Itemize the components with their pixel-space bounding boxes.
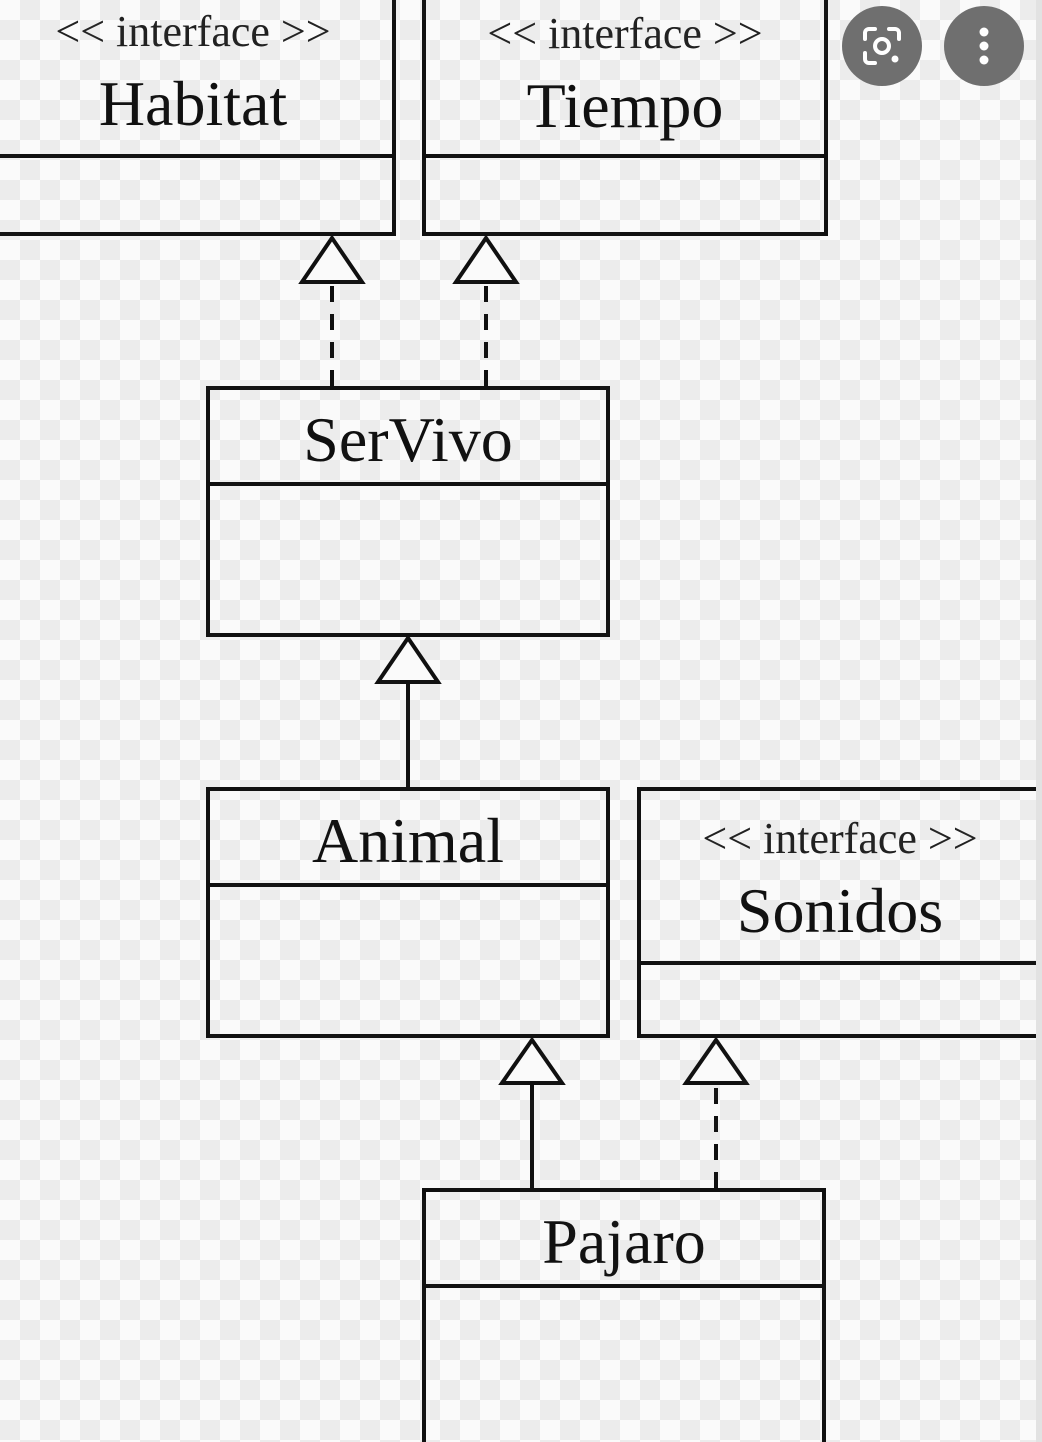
class-sonidos-name: Sonidos	[736, 875, 944, 946]
generalization-animal-servivo	[374, 634, 442, 787]
google-lens-button[interactable]	[842, 6, 922, 86]
generalization-pajaro-animal	[498, 1036, 566, 1188]
class-animal-name: Animal	[312, 805, 504, 876]
scroll-edge	[1036, 0, 1042, 1442]
more-options-button[interactable]	[944, 6, 1024, 86]
class-sonidos: << interface >> Sonidos	[637, 787, 1042, 1038]
realization-servivo-habitat	[298, 234, 366, 386]
class-habitat-header: << interface >> Habitat	[0, 0, 392, 158]
class-pajaro-name: Pajaro	[542, 1206, 706, 1277]
class-pajaro: Pajaro	[422, 1188, 826, 1442]
class-servivo-name: SerVivo	[303, 404, 513, 475]
class-animal: Animal	[206, 787, 610, 1038]
realization-pajaro-sonidos	[682, 1036, 750, 1188]
class-tiempo-stereotype: << interface >>	[487, 9, 763, 58]
class-pajaro-header: Pajaro	[426, 1192, 822, 1288]
class-habitat-stereotype: << interface >>	[55, 7, 331, 56]
class-habitat-name: Habitat	[98, 68, 288, 139]
class-sonidos-header: << interface >> Sonidos	[641, 791, 1042, 965]
class-servivo: SerVivo	[206, 386, 610, 637]
class-animal-header: Animal	[210, 791, 606, 887]
class-tiempo-header: << interface >> Tiempo	[426, 0, 824, 158]
google-lens-icon	[863, 27, 901, 65]
more-vert-icon	[979, 27, 989, 65]
class-servivo-header: SerVivo	[210, 390, 606, 486]
class-habitat: << interface >> Habitat	[0, 0, 396, 236]
class-tiempo: << interface >> Tiempo	[422, 0, 828, 236]
class-tiempo-name: Tiempo	[526, 70, 724, 141]
class-sonidos-stereotype: << interface >>	[702, 814, 978, 863]
realization-servivo-tiempo	[452, 234, 520, 386]
